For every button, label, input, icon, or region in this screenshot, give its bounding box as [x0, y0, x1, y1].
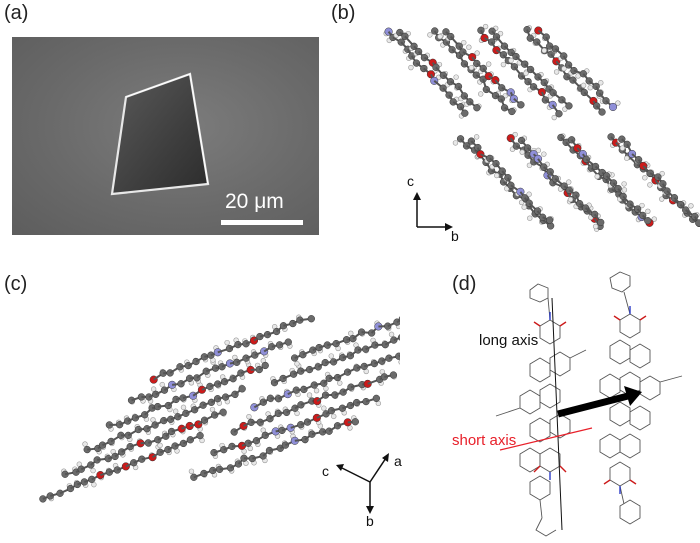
molecule [534, 26, 621, 112]
molecule [230, 369, 398, 436]
sem-micrograph: 20 μm [12, 37, 319, 235]
axis-triad-abc: c a b [322, 453, 402, 529]
axis-label-a: a [394, 453, 402, 469]
axis-label-b2: b [366, 513, 374, 529]
molecule [127, 338, 293, 405]
molecule [61, 406, 227, 478]
panel-label-a: (a) [4, 2, 29, 24]
molecule [437, 28, 525, 109]
molecule [617, 135, 700, 227]
axis-label-c: c [407, 173, 414, 189]
molecule [393, 28, 482, 112]
molecule [105, 358, 269, 432]
molecule [488, 25, 573, 112]
molecule [427, 27, 517, 116]
short-axis-label: short axis [452, 432, 517, 449]
molecule [188, 415, 359, 481]
crystal-packing-abc [39, 314, 400, 503]
axis-label-c2: c [322, 463, 329, 479]
short-axis-line [499, 427, 593, 451]
long-axis-label: long axis [479, 332, 539, 349]
molecule [39, 431, 205, 503]
scalebar [221, 220, 303, 225]
crystal-packing-bc [383, 23, 700, 232]
axis-triad-bc: c b [407, 173, 459, 244]
molecule [383, 27, 469, 119]
molecule [270, 331, 400, 387]
crystal-image [110, 72, 210, 196]
dimer-wireframe [495, 271, 683, 537]
molecule [477, 23, 563, 121]
molecule [467, 134, 554, 224]
axis-label-b: b [451, 228, 459, 244]
molecule [82, 384, 246, 455]
scalebar-label: 20 μm [225, 190, 284, 213]
long-axis-line [551, 297, 563, 531]
molecule [149, 314, 315, 384]
molecule [210, 394, 382, 459]
molecule [517, 135, 605, 230]
dipole-arrow [557, 392, 629, 418]
panel-label-d: (d) [452, 273, 477, 295]
molecule [290, 316, 400, 367]
panel-label-c: (c) [4, 273, 28, 295]
molecule [568, 136, 652, 225]
molecule [250, 352, 400, 412]
panel-label-b: (b) [331, 2, 356, 24]
